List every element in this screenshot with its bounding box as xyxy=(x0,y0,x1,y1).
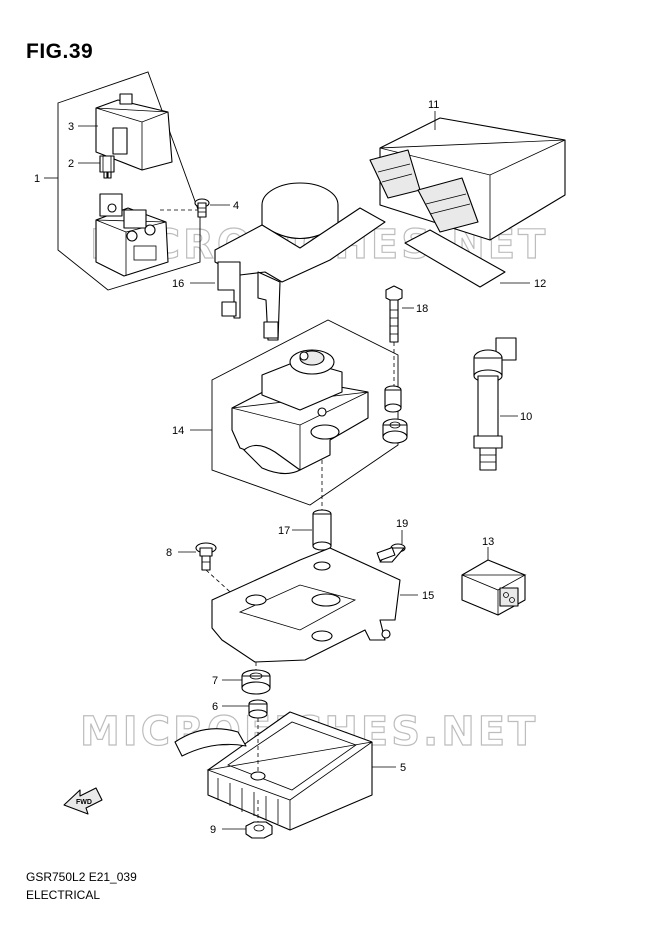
part-13-connector xyxy=(461,559,527,616)
callout-10: 10 xyxy=(520,411,532,423)
callout-9: 9 xyxy=(210,824,216,836)
callout-8: 8 xyxy=(166,547,172,559)
callout-2: 2 xyxy=(68,158,74,170)
callout-18: 18 xyxy=(416,303,428,315)
part-2-fuse xyxy=(99,155,115,179)
part-15-bracket-plate xyxy=(211,547,401,663)
fwd-arrow-icon: FWD xyxy=(63,787,103,815)
assembly-box-14 xyxy=(211,319,399,506)
callout-11: 11 xyxy=(428,99,439,111)
part-6-collar xyxy=(248,699,268,719)
callout-1: 1 xyxy=(34,173,40,185)
part-19-bolt xyxy=(376,543,406,563)
callout-19: 19 xyxy=(396,518,408,530)
part-5-regulator xyxy=(174,711,373,831)
part-14-sensor-unit xyxy=(231,349,369,475)
callout-14: 14 xyxy=(172,425,184,437)
callout-12: 12 xyxy=(534,278,546,290)
part-1-starter-relay xyxy=(95,193,169,277)
callout-3: 3 xyxy=(68,121,74,133)
callout-6: 6 xyxy=(212,701,218,713)
callout-16: 16 xyxy=(172,278,184,290)
assembly-box-1 xyxy=(57,71,201,291)
callout-17: 17 xyxy=(278,525,290,537)
part-collar-rubber xyxy=(382,385,408,444)
callout-15: 15 xyxy=(422,590,434,602)
part-3-relay-cover xyxy=(95,93,173,171)
figure-title: FIG.39 xyxy=(26,40,94,63)
part-8-bolt xyxy=(195,542,217,571)
model-code: GSR750L2 E21_039 xyxy=(26,870,137,884)
part-18-bolt xyxy=(385,285,403,343)
section-name: ELECTRICAL xyxy=(26,888,101,902)
fwd-label: FWD xyxy=(76,799,92,806)
part-17-spacer xyxy=(312,509,332,551)
callout-4: 4 xyxy=(233,200,239,212)
part-7-grommet xyxy=(241,669,271,695)
part-10-ignition-coil xyxy=(473,337,517,471)
callout-5: 5 xyxy=(400,762,406,774)
callout-7: 7 xyxy=(212,675,218,687)
part-11-ecm xyxy=(369,117,566,241)
part-9-nut xyxy=(245,821,273,839)
part-16-bracket xyxy=(214,182,386,341)
callout-13: 13 xyxy=(482,536,494,548)
part-12-pad xyxy=(404,229,506,288)
